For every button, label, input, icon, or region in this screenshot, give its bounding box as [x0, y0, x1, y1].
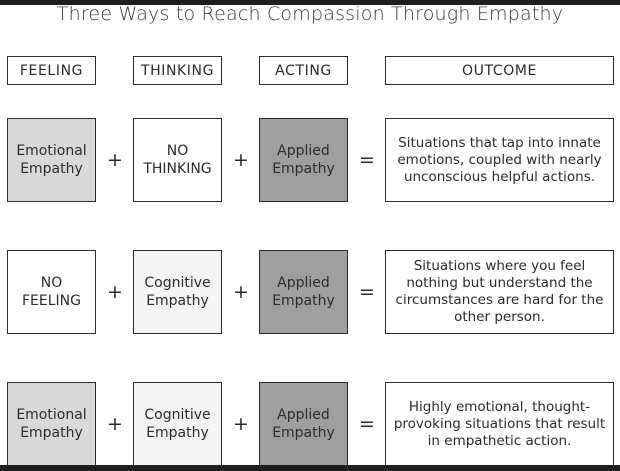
header-thinking: THINKING [133, 56, 222, 85]
row3-acting-box: Applied Empathy [259, 382, 348, 466]
row3-equals: = [359, 413, 375, 435]
diagram-title: Three Ways to Reach Compassion Through E… [56, 3, 564, 25]
row1-plus-1: + [107, 149, 123, 171]
row3-plus-1: + [107, 413, 123, 435]
header-outcome: OUTCOME [385, 56, 614, 85]
row1-equals: = [359, 149, 375, 171]
row2-feeling-box: NO FEELING [7, 250, 96, 334]
row3-plus-2: + [233, 413, 249, 435]
row1-outcome-box: Situations that tap into innate emotions… [385, 118, 614, 202]
header-feeling: FEELING [7, 56, 96, 85]
row1-acting-box: Applied Empathy [259, 118, 348, 202]
row1-plus-2: + [233, 149, 249, 171]
row1-thinking-box: NO THINKING [133, 118, 222, 202]
row2-acting-box: Applied Empathy [259, 250, 348, 334]
header-acting: ACTING [259, 56, 348, 85]
row3-thinking-box: Cognitive Empathy [133, 382, 222, 466]
row2-thinking-box: Cognitive Empathy [133, 250, 222, 334]
row3-feeling-box: Emotional Empathy [7, 382, 96, 466]
row2-plus-2: + [233, 281, 249, 303]
row3-outcome-box: Highly emotional, thought-provoking situ… [385, 382, 614, 466]
bottom-edge-strip [0, 465, 620, 471]
row2-outcome-box: Situations where you feel nothing but un… [385, 250, 614, 334]
row1-feeling-box: Emotional Empathy [7, 118, 96, 202]
row2-equals: = [359, 281, 375, 303]
row2-plus-1: + [107, 281, 123, 303]
top-edge-strip [0, 0, 620, 5]
